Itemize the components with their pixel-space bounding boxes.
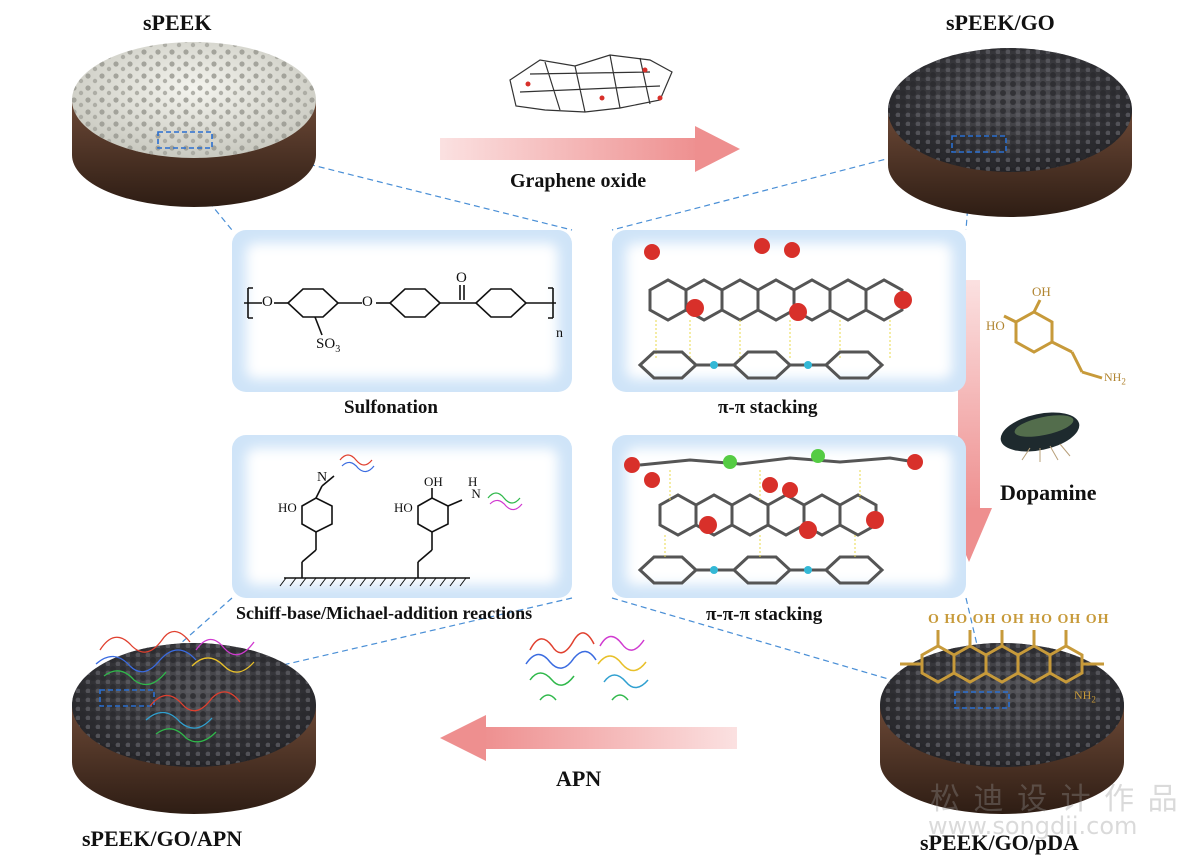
pda-ho-2: HO — [1029, 612, 1054, 627]
panel-sulfonation — [232, 230, 572, 392]
pda-structure — [900, 630, 1104, 684]
title-speek-go-pda: sPEEK/GO/pDA — [920, 830, 1079, 855]
speek-disc — [72, 42, 316, 207]
arrow-apn — [440, 715, 737, 761]
pda-ho-1: HO — [944, 612, 969, 627]
panel-pi-pi-pi-stacking — [612, 435, 966, 598]
dopamine-molecule-icon — [1003, 299, 1103, 380]
pda-nh2-label: NH2 — [1074, 688, 1096, 704]
caption-schiff-michael: Schiff-base/Michael-addition reactions — [236, 603, 533, 623]
graphene-sheet-icon — [509, 54, 673, 113]
chem-dopamine-ho: HO — [986, 318, 1005, 333]
chem-o-middle: O — [362, 294, 373, 310]
speek-go-pda-disc — [880, 630, 1124, 814]
pda-oh-2: OH — [1000, 612, 1025, 627]
pda-oh-labels: O HO OH OH HO OH OH — [928, 612, 1110, 628]
speek-go-apn-disc — [72, 630, 316, 814]
pda-o: O — [928, 612, 940, 627]
speek-go-disc — [888, 48, 1132, 217]
pda-nh: NH — [1074, 688, 1092, 702]
title-speek-go-apn: sPEEK/GO/APN — [82, 826, 243, 851]
chem-n-imine: N — [317, 470, 328, 485]
chem-so3: SO3 — [316, 336, 340, 355]
panel-pi-stacking — [612, 230, 966, 392]
watermark-cn: 松 迪 设 计 作 品 — [930, 782, 1180, 817]
label-apn: APN — [556, 766, 602, 791]
pda-oh-1: OH — [972, 612, 997, 627]
chem-n-subscript: n — [556, 326, 563, 341]
chem-dopamine-nh2-sub: 2 — [1121, 376, 1126, 387]
pda-nh2-sub: 2 — [1091, 694, 1096, 705]
caption-pi-pi-pi-stacking: π-π-π stacking — [706, 604, 823, 625]
chem-so3-sub: 3 — [335, 344, 341, 355]
chem-nh: HN — [462, 474, 481, 502]
caption-sulfonation: Sulfonation — [344, 397, 438, 418]
label-graphene-oxide: Graphene oxide — [510, 170, 647, 192]
apn-coating — [95, 630, 255, 743]
go-sheet — [644, 238, 912, 322]
pda-oh-4: OH — [1085, 612, 1110, 627]
title-speek-go: sPEEK/GO — [946, 10, 1055, 35]
chem-dopamine-oh: OH — [1032, 284, 1051, 299]
chem-o-ketone: O — [456, 270, 467, 286]
mussel-icon — [1000, 412, 1080, 462]
chem-o-left: O — [262, 294, 273, 310]
pda-oh-3: OH — [1057, 612, 1082, 627]
chem-so3-text: SO — [316, 336, 336, 352]
arrow-graphene-oxide — [440, 126, 740, 172]
chem-dopamine-nh: NH — [1104, 370, 1122, 384]
caption-pi-stacking: π-π stacking — [718, 397, 818, 418]
chem-dopamine-nh2: NH2 — [1104, 370, 1126, 386]
panel-schiff-michael — [232, 435, 572, 598]
title-speek: sPEEK — [143, 10, 212, 35]
chem-n-amine: N — [471, 486, 481, 501]
watermark-url: www.songdii.com — [928, 812, 1138, 840]
apn-protein-icon — [525, 632, 649, 701]
chem-ho-left: HO — [278, 500, 297, 515]
mini-protein — [339, 454, 523, 511]
label-dopamine: Dopamine — [1000, 480, 1097, 505]
chem-ho-right: HO — [394, 500, 413, 515]
chem-h: H — [468, 474, 478, 489]
chem-oh-right: OH — [424, 474, 443, 489]
